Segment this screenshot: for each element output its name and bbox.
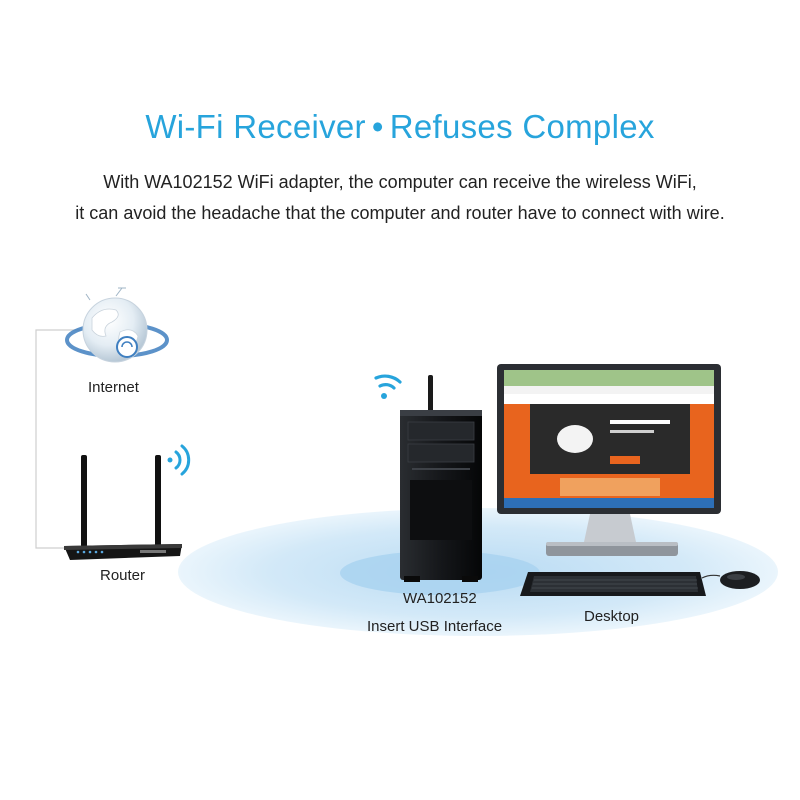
wifi-signal-icon	[168, 446, 189, 474]
wifi-signal-icon	[376, 376, 400, 399]
internet-label: Internet	[88, 379, 139, 396]
usb-interface-label: Insert USB Interface	[367, 618, 502, 635]
globe-icon	[67, 288, 167, 362]
pc-tower-icon	[400, 375, 482, 582]
desktop-label: Desktop	[584, 608, 639, 625]
router-icon	[64, 455, 182, 560]
model-label: WA102152	[403, 590, 477, 607]
connection-line	[36, 330, 80, 548]
keyboard-icon	[520, 572, 706, 596]
router-label: Router	[100, 567, 145, 584]
